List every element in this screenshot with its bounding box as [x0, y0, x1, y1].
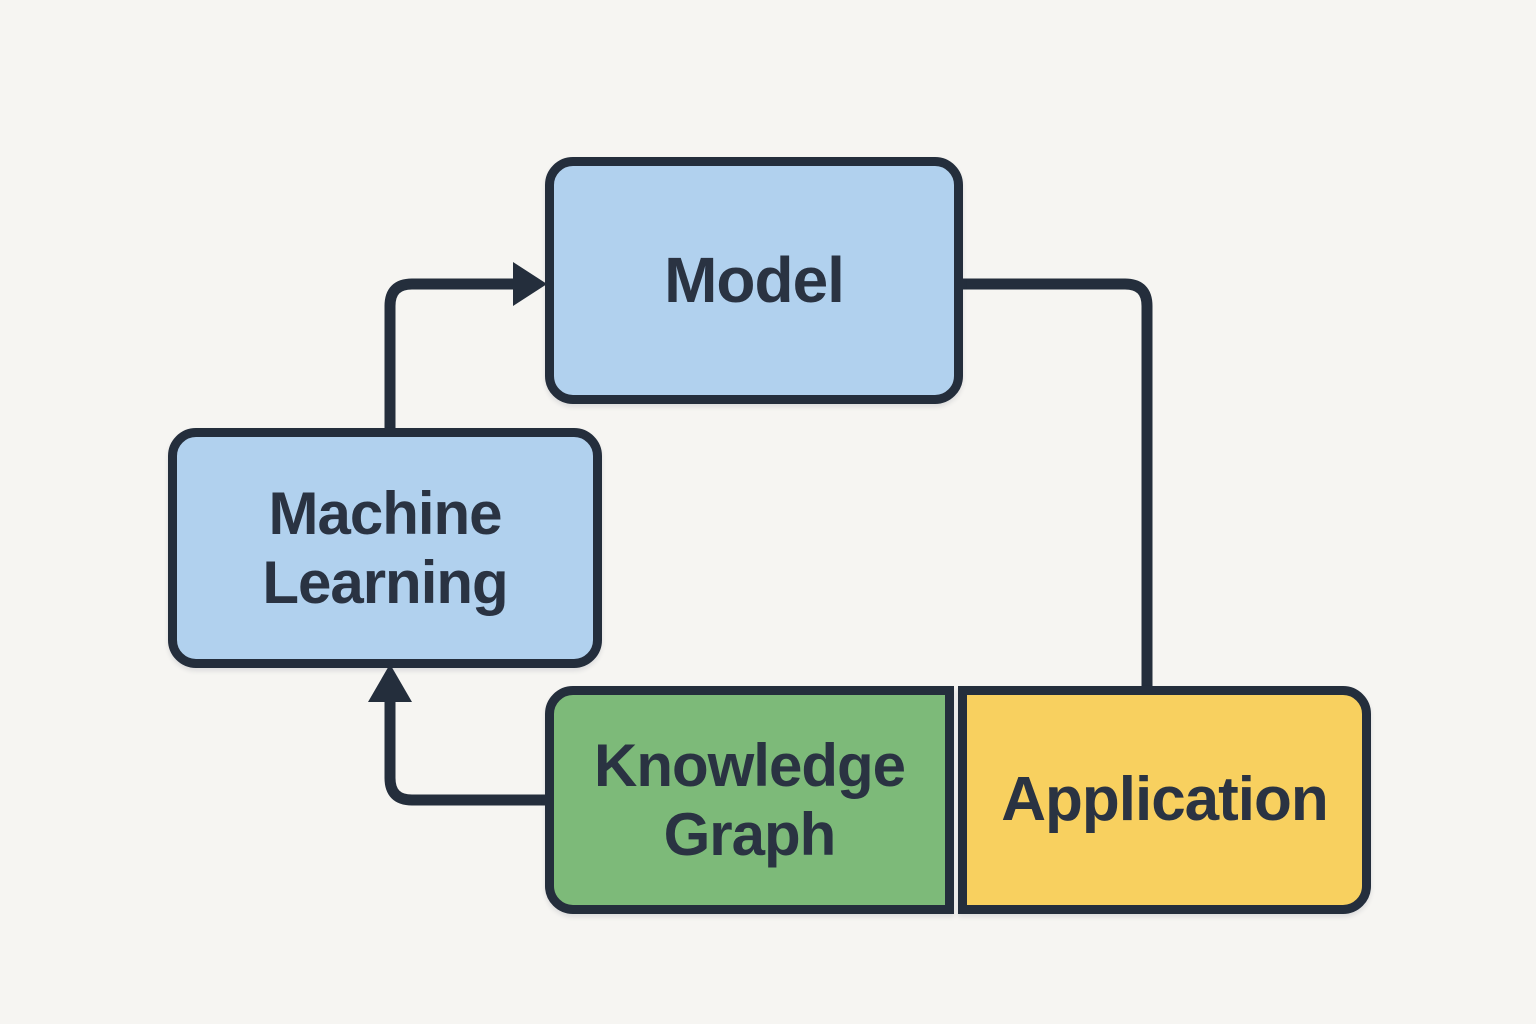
edge-line-model-to-application — [958, 278, 1153, 692]
node-model: Model — [545, 157, 963, 404]
node-knowledge-graph: Knowledge Graph — [545, 686, 954, 914]
edge-ml-to-model — [384, 262, 547, 432]
node-machine-learning-label: Machine Learning — [262, 480, 508, 616]
node-application: Application — [958, 686, 1371, 914]
edge-knowledge-graph-to-ml — [368, 664, 549, 806]
arrowhead-into-machine-learning — [368, 664, 412, 702]
node-model-label: Model — [664, 243, 845, 316]
edge-line-ml-to-model — [384, 278, 516, 432]
edge-model-to-application — [958, 278, 1153, 692]
edge-line-knowledge-graph-to-ml — [384, 698, 549, 806]
arrowhead-into-model — [513, 262, 547, 306]
node-machine-learning: Machine Learning — [168, 428, 602, 668]
node-application-label: Application — [1001, 765, 1329, 835]
node-knowledge-graph-label: Knowledge Graph — [593, 732, 906, 868]
